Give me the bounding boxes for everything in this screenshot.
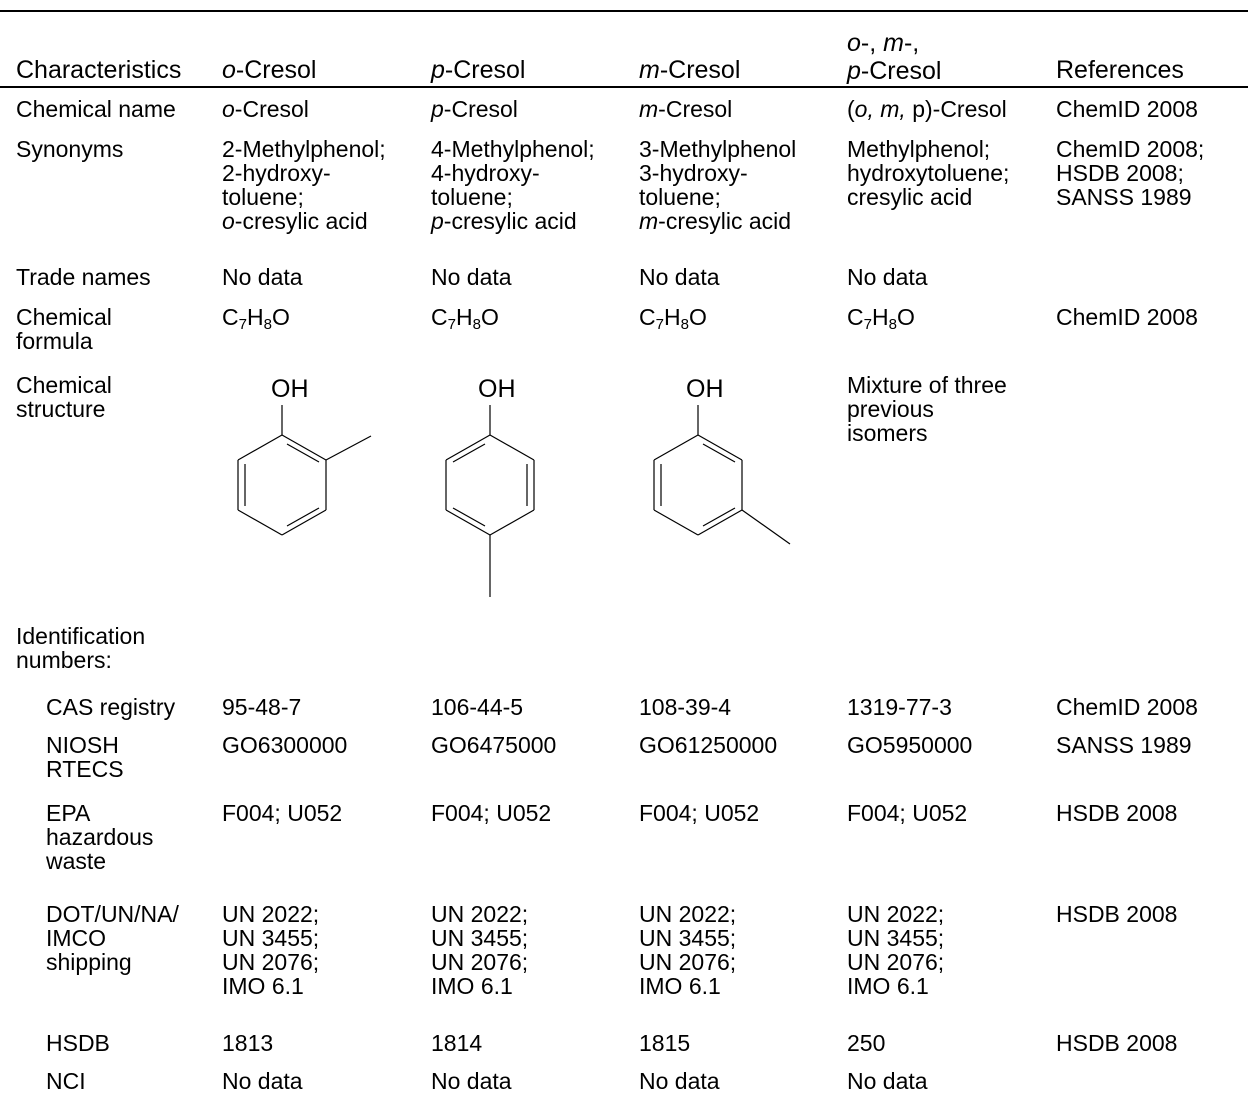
header-rule (0, 86, 1248, 88)
row-label-hsdb: HSDB (46, 1030, 110, 1056)
header-m-cresol: m-Cresol (639, 56, 741, 84)
header-mixed-cresol: o-, m-, p-Cresol (847, 29, 942, 85)
epa-ref: HSDB 2008 (1056, 800, 1178, 826)
cas-ref: ChemID 2008 (1056, 694, 1198, 720)
chemical-name-ref: ChemID 2008 (1056, 96, 1198, 122)
synonyms-o: 2-Methylphenol;2-hydroxy-toluene; o-cres… (222, 136, 386, 234)
row-label-nci: NCI (46, 1068, 86, 1094)
niosh-mix: GO5950000 (847, 732, 973, 758)
dot-o: UN 2022;UN 3455;UN 2076;IMO 6.1 (222, 901, 320, 999)
header-p-cresol: p-Cresol (431, 56, 526, 84)
chemical-formula-p: C7H8O (431, 304, 499, 333)
hsdb-ref: HSDB 2008 (1056, 1030, 1178, 1056)
trade-names-mix: No data (847, 264, 928, 290)
synonyms-mix: Methylphenol;hydroxytoluene;cresylic aci… (847, 136, 1010, 210)
chemical-name-m: m-Cresol (639, 96, 733, 122)
niosh-ref: SANSS 1989 (1056, 732, 1192, 758)
chemical-formula-ref: ChemID 2008 (1056, 304, 1198, 330)
dot-p: UN 2022;UN 3455;UN 2076;IMO 6.1 (431, 901, 529, 999)
o-cresol-oh-label: OH (271, 375, 309, 403)
row-label-cas-registry: CAS registry (46, 694, 176, 720)
chemical-formula-o: C7H8O (222, 304, 290, 333)
cas-m: 108-39-4 (639, 694, 732, 720)
row-label-chemical-name: Chemical name (16, 96, 176, 122)
hsdb-o: 1813 (222, 1030, 274, 1056)
trade-names-p: No data (431, 264, 512, 290)
niosh-m: GO61250000 (639, 732, 778, 758)
p-cresol-oh-label: OH (478, 375, 516, 403)
trade-names-m: No data (639, 264, 720, 290)
header-references: References (1056, 56, 1184, 84)
row-label-synonyms: Synonyms (16, 136, 124, 162)
trade-names-o: No data (222, 264, 303, 290)
chemical-name-o: o-Cresol (222, 96, 309, 122)
epa-o: F004; U052 (222, 800, 343, 826)
top-rule (0, 10, 1248, 12)
chemical-formula-m: C7H8O (639, 304, 707, 333)
synonyms-p: 4-Methylphenol;4-hydroxy-toluene; p-cres… (431, 136, 595, 234)
m-cresol-oh-label: OH (686, 375, 724, 403)
synonyms-ref: ChemID 2008;HSDB 2008;SANSS 1989 (1056, 136, 1205, 210)
dot-m: UN 2022;UN 3455;UN 2076;IMO 6.1 (639, 901, 737, 999)
chemical-name-mix: (o, m, p)-Cresol (847, 96, 1007, 122)
header-characteristics: Characteristics (16, 56, 182, 84)
nci-o: No data (222, 1068, 303, 1094)
niosh-o: GO6300000 (222, 732, 348, 758)
cas-p: 106-44-5 (431, 694, 524, 720)
epa-m: F004; U052 (639, 800, 760, 826)
header-o-cresol: o-Cresol (222, 56, 317, 84)
chemical-name-p: p-Cresol (431, 96, 518, 122)
nci-mix: No data (847, 1068, 928, 1094)
cas-mix: 1319-77-3 (847, 694, 952, 720)
dot-ref: HSDB 2008 (1056, 901, 1178, 927)
m-cresol-methyl-bond (741, 509, 791, 545)
hsdb-m: 1815 (639, 1030, 691, 1056)
nci-m: No data (639, 1068, 720, 1094)
nci-p: No data (431, 1068, 512, 1094)
o-cresol-methyl-bond (325, 435, 372, 461)
epa-p: F004; U052 (431, 800, 552, 826)
hsdb-p: 1814 (431, 1030, 483, 1056)
chemical-formula-mix: C7H8O (847, 304, 915, 333)
row-label-trade-names: Trade names (16, 264, 151, 290)
niosh-p: GO6475000 (431, 732, 557, 758)
hsdb-mix: 250 (847, 1030, 886, 1056)
dot-mix: UN 2022;UN 3455;UN 2076;IMO 6.1 (847, 901, 945, 999)
cas-o: 95-48-7 (222, 694, 302, 720)
epa-mix: F004; U052 (847, 800, 968, 826)
